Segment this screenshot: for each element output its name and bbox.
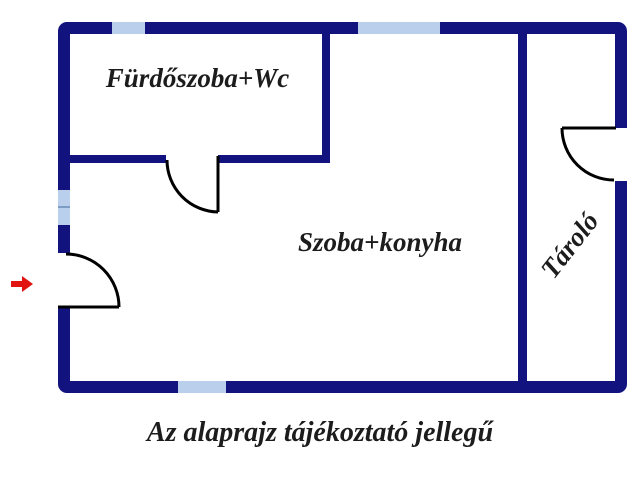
window-bottom [178,381,226,393]
window-top-living [358,22,440,34]
room-label-bathroom: Fürdőszoba+Wc [105,63,290,93]
interior-wall-bathroom-right [322,34,330,163]
storage-door-gap [615,128,627,181]
room-label-living: Szoba+konyha [298,227,462,257]
entrance-arrow-icon [11,276,33,292]
caption: Az alaprajz tájékoztató jellegű [146,417,494,448]
interior-wall-bathroom-bottom-left [70,155,166,163]
interior-wall-bathroom-bottom-right [218,155,330,163]
window-left-divider [58,206,70,208]
entrance-door-gap [58,253,70,307]
interior-wall-storage [518,34,527,381]
window-top-bathroom [112,22,145,34]
